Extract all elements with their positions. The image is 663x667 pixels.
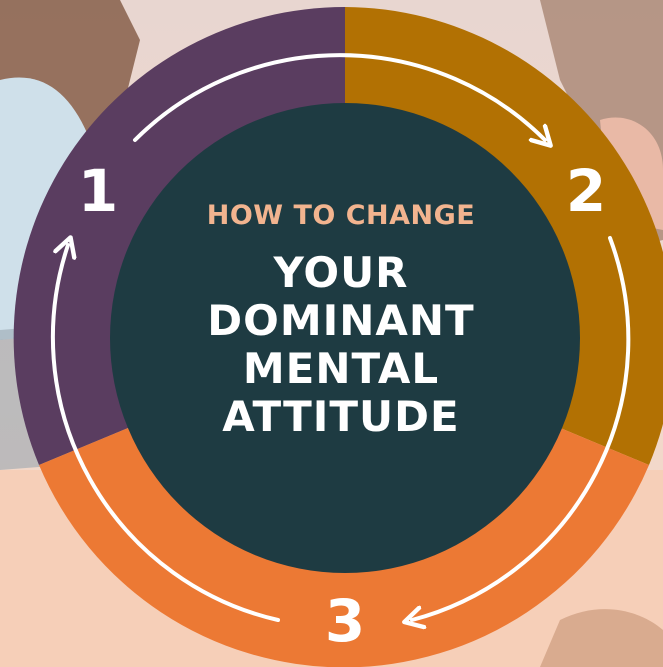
title-line: MENTAL [242, 344, 440, 393]
arrow-1-to-2-icon [133, 53, 545, 140]
center-text: HOW TO CHANGE YOUR DOMINANT MENTAL ATTIT… [196, 200, 486, 441]
title-line: YOUR [273, 248, 409, 297]
title-line: DOMINANT [207, 296, 475, 345]
step-number-3: 3 [324, 587, 366, 655]
step-number-2: 2 [565, 157, 607, 225]
center-title: YOUR DOMINANT MENTAL ATTITUDE [196, 249, 486, 441]
step-number-1: 1 [77, 157, 119, 225]
center-disk [110, 103, 580, 573]
center-kicker: HOW TO CHANGE [206, 200, 476, 231]
arrow-2-to-3-icon [412, 236, 631, 620]
arrow-3-to-1-icon [50, 245, 280, 622]
title-line: ATTITUDE [222, 392, 460, 441]
